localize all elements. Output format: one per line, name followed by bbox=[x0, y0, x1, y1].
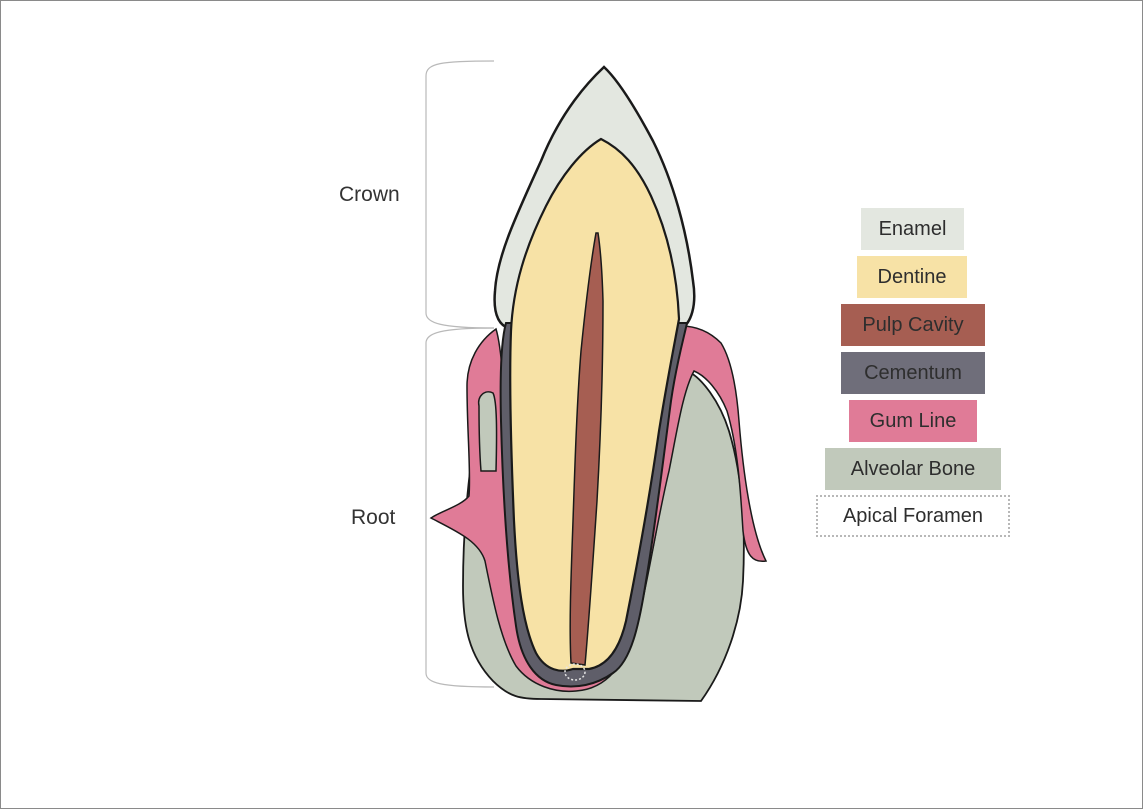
legend-item-pulp-cavity: Pulp Cavity bbox=[841, 304, 985, 346]
legend-item-gum-line: Gum Line bbox=[849, 400, 977, 442]
legend-item-alveolar-bone: Alveolar Bone bbox=[825, 448, 1001, 490]
legend-item-dentine: Dentine bbox=[857, 256, 967, 298]
root-label: Root bbox=[351, 506, 395, 530]
legend-item-cementum: Cementum bbox=[841, 352, 985, 394]
legend-item-enamel: Enamel bbox=[861, 208, 964, 250]
legend-item-apical-foramen: Apical Foramen bbox=[816, 495, 1010, 537]
crown-label: Crown bbox=[339, 183, 400, 207]
crown-bracket bbox=[426, 61, 494, 328]
alveolar-bone-left-crest bbox=[479, 392, 497, 471]
